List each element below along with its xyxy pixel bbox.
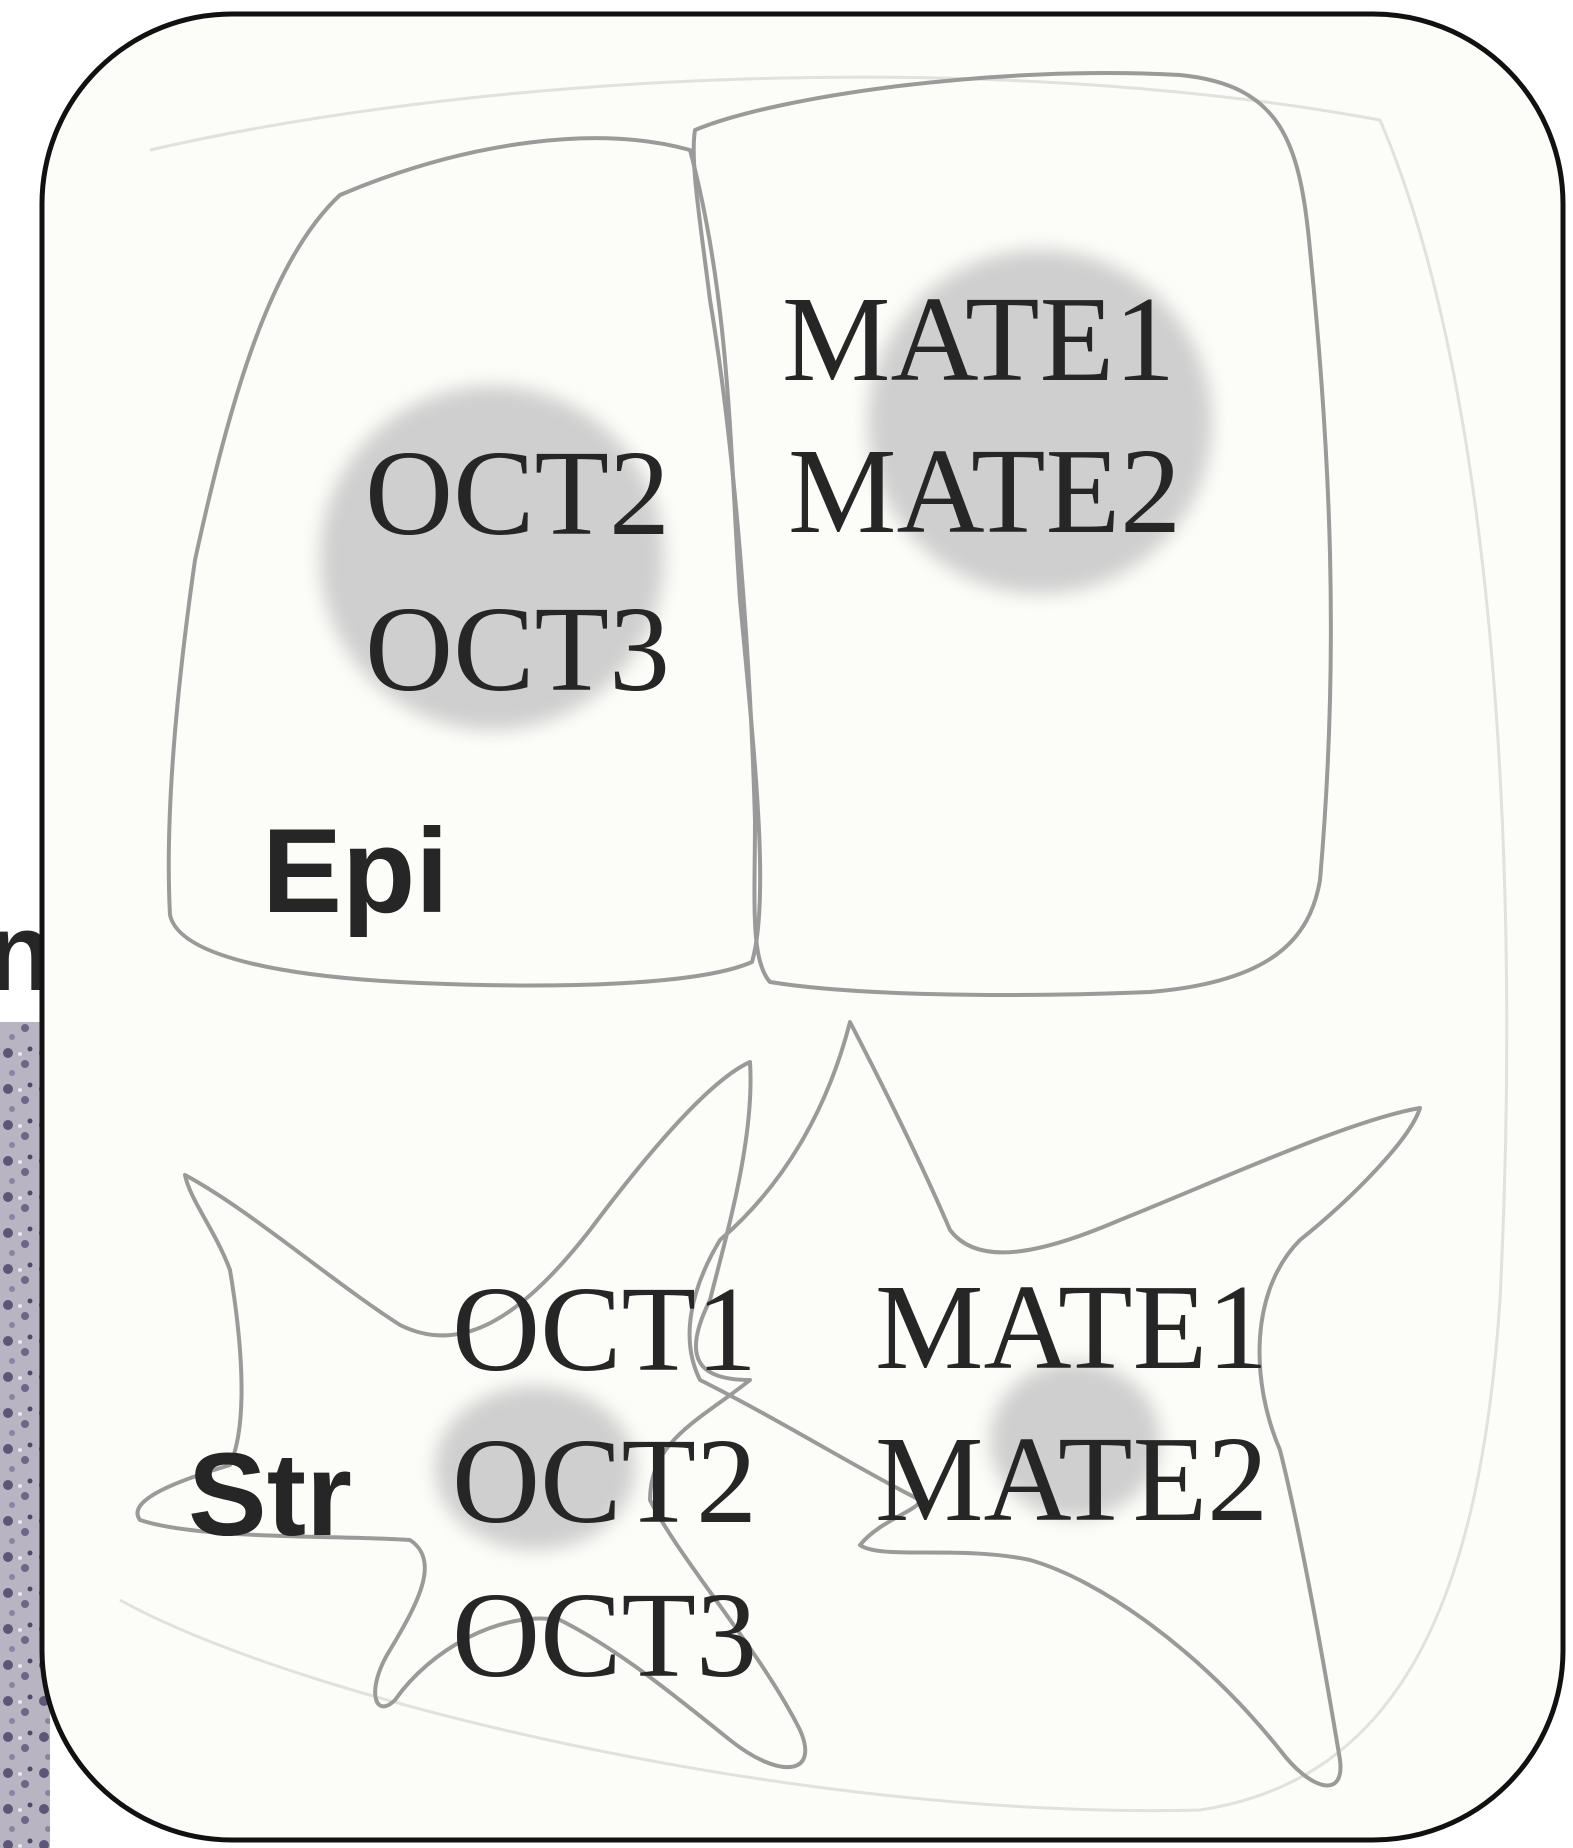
expression-blob-str-right xyxy=(990,1362,1160,1518)
str-left-transporter-3: OCT3 xyxy=(452,1568,757,1703)
epithelial-cell-right xyxy=(691,71,1333,997)
epi-left-transporter-1: OCT2 xyxy=(365,426,670,561)
stromal-label: Str xyxy=(188,1429,352,1561)
epithelial-label: Epi xyxy=(262,804,449,938)
epi-right-transporter-1: MATE1 xyxy=(782,272,1175,407)
stromal-cell-left xyxy=(135,1060,808,1770)
epi-right-transporter-2: MATE2 xyxy=(788,424,1181,559)
expression-blob-str-left xyxy=(435,1386,635,1550)
tissue-boundary-outline xyxy=(119,75,1509,1813)
epithelial-cell-left xyxy=(166,136,763,988)
str-left-transporter-2: OCT2 xyxy=(452,1414,757,1549)
str-right-transporter-1: MATE1 xyxy=(875,1260,1268,1395)
stromal-cell-right xyxy=(687,1020,1422,1788)
str-right-transporter-2: MATE2 xyxy=(875,1412,1268,1547)
epi-left-transporter-2: OCT3 xyxy=(365,582,670,717)
expression-blob-epi-left xyxy=(320,386,664,730)
expression-blob-epi-right xyxy=(868,250,1212,594)
str-left-transporter-1: OCT1 xyxy=(452,1262,757,1397)
